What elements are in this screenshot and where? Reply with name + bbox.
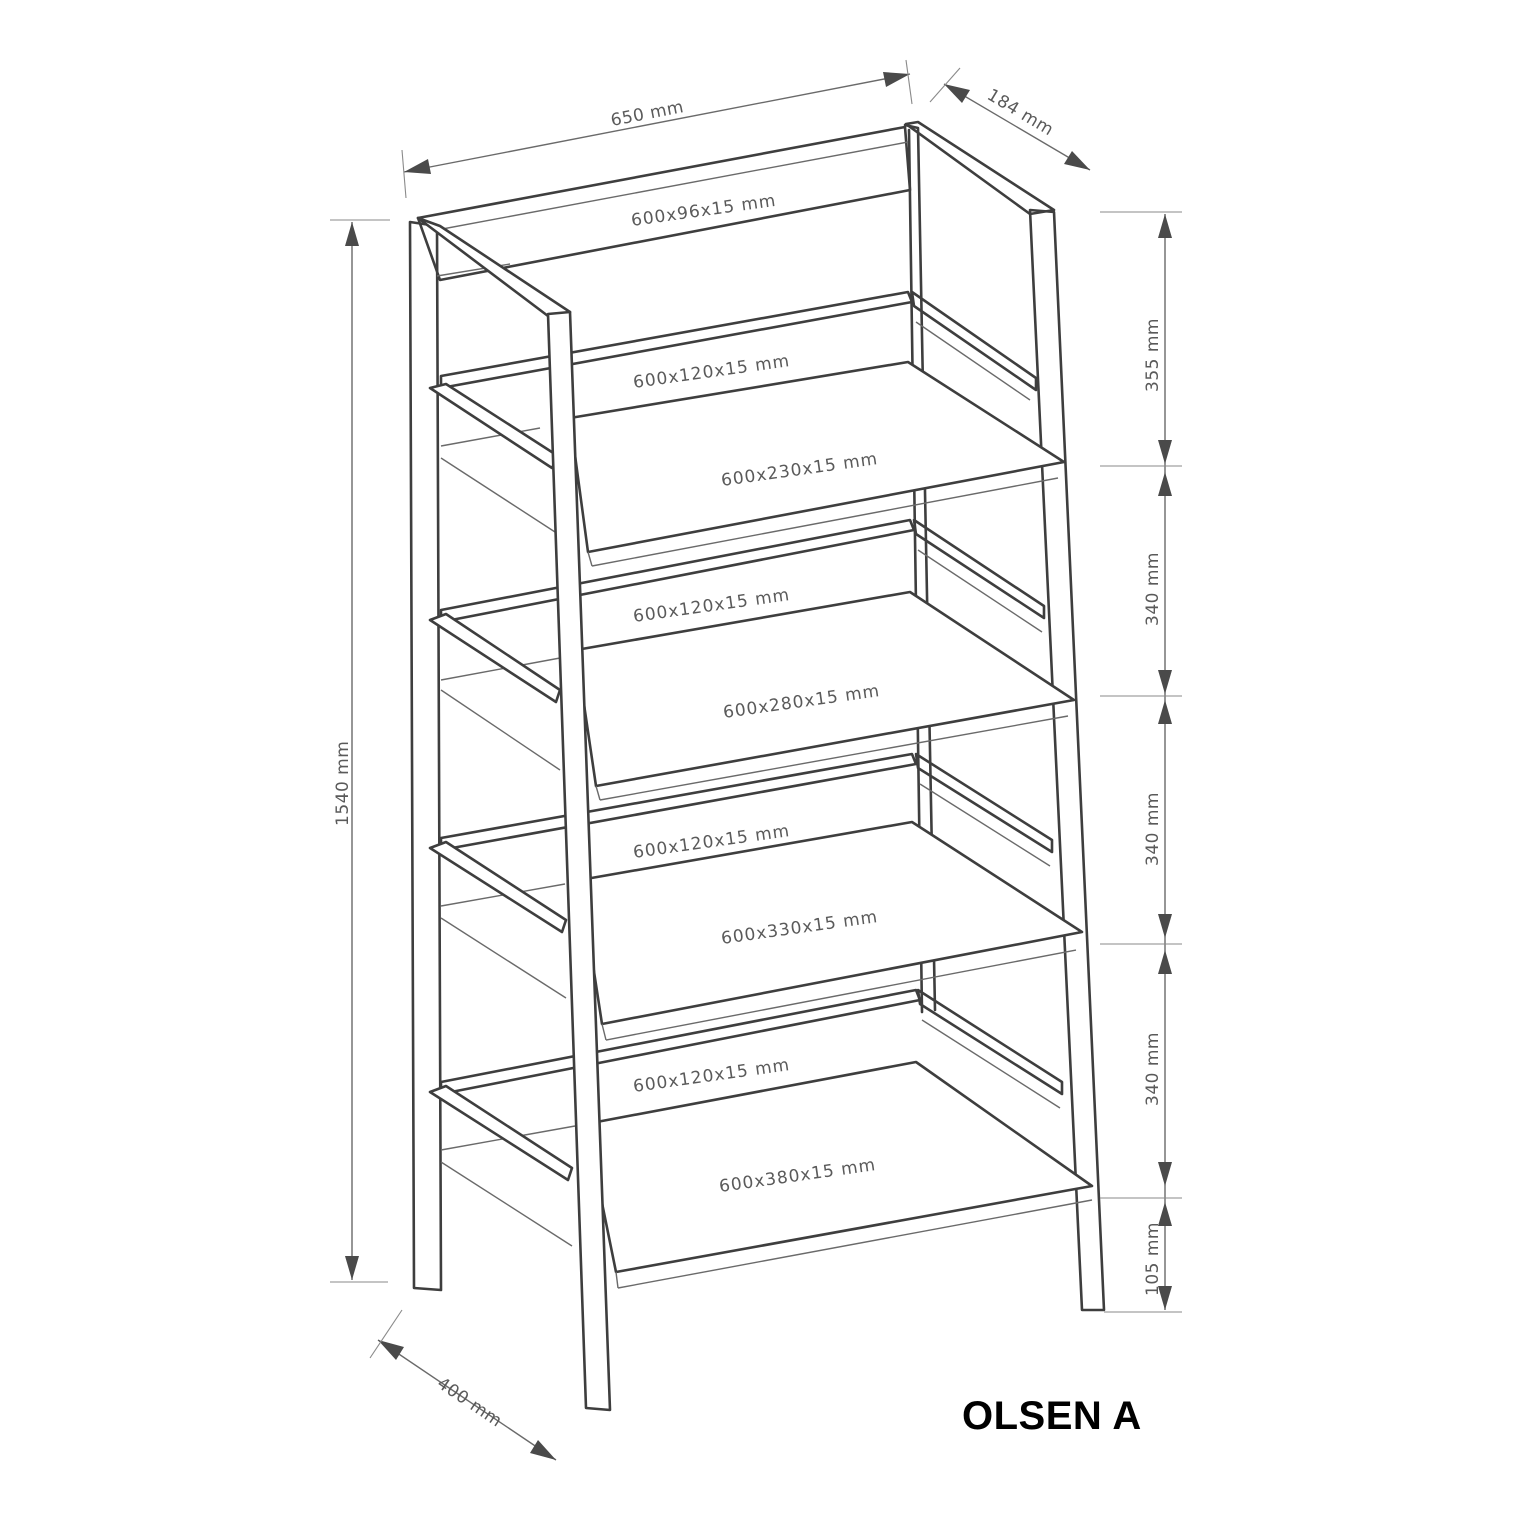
top-back-panel-edge — [436, 141, 909, 231]
right-side-rail-3b — [919, 783, 1051, 867]
foot-arrow-bottom — [1158, 1286, 1172, 1310]
gap4-arrow-top — [1158, 950, 1172, 974]
depth-top-dim-line — [943, 83, 1091, 171]
depth-top-ext-left — [929, 67, 961, 103]
height-arrow-top — [345, 222, 359, 246]
right-side-rail-1 — [910, 290, 1038, 392]
width-label: 650 mm — [609, 97, 685, 131]
depth-bottom-dim-line — [377, 1339, 557, 1461]
shelf-4-edge — [617, 1199, 1093, 1289]
shelf-1 — [568, 360, 1066, 554]
shelf-3-edge — [605, 949, 1077, 1041]
shelf-2-edge-l — [595, 785, 601, 801]
left-side-frame — [416, 216, 574, 1247]
gap2-arrow-bottom — [1158, 670, 1172, 694]
height-label: 1540 mm — [333, 741, 353, 826]
shelf-4-edge-l — [615, 1271, 619, 1289]
left-side-rail-3b — [440, 917, 567, 999]
left-side-rail-2b — [440, 689, 561, 771]
right-side-rail-1b — [915, 321, 1031, 401]
right-side-rail-3 — [914, 752, 1054, 854]
shelf-2-edge — [599, 715, 1069, 801]
gap-2-label: 340 mm — [1143, 552, 1163, 626]
left-top-rail — [416, 216, 572, 318]
back-left-leg — [408, 220, 443, 1292]
gap-3-label: 340 mm — [1143, 792, 1163, 866]
top-back-panel-label: 600x96x15 mm — [630, 191, 778, 231]
right-top-rail — [904, 120, 1056, 216]
left-side-rail-1 — [428, 382, 560, 470]
depth-top-arrow-right — [1064, 151, 1090, 170]
depth-bottom-ext-left — [369, 1309, 403, 1359]
model-name: OLSEN A — [962, 1394, 1142, 1438]
width-ext-right — [905, 59, 913, 105]
back-lower-bar-1 — [440, 427, 541, 447]
right-side-rail-4b — [921, 1019, 1061, 1109]
gap1-arrow-top — [1158, 214, 1172, 238]
depth-bottom-arrow-left — [378, 1340, 404, 1360]
dimension-lines — [330, 59, 1182, 1461]
right-side-rail-2 — [912, 518, 1046, 620]
left-side-rail-2 — [428, 612, 562, 704]
shelf-3-edge-l — [601, 1023, 607, 1041]
back-lower-bar-2 — [440, 657, 561, 681]
front-left-leg — [546, 310, 612, 1412]
right-side-rail-2b — [917, 549, 1043, 633]
depth-bottom-arrow-right — [530, 1440, 556, 1460]
gap3-arrow-bottom — [1158, 914, 1172, 938]
right-side-rail-4 — [916, 988, 1064, 1096]
gap-1-label: 355 mm — [1143, 318, 1163, 392]
shelf-4 — [584, 1060, 1094, 1274]
left-side-rail-4b — [440, 1161, 573, 1247]
gap3-arrow-top — [1158, 700, 1172, 724]
width-arrow-left — [404, 159, 431, 174]
left-side-rail-1b — [440, 457, 556, 533]
width-ext-left — [401, 149, 407, 199]
shelves — [568, 360, 1094, 1289]
shelf-1-edge-l — [587, 551, 593, 567]
shelf-1-edge — [591, 477, 1059, 567]
front-right-leg — [1028, 208, 1106, 1312]
depth-top-arrow-left — [944, 84, 970, 103]
foot-label: 105 mm — [1143, 1222, 1163, 1296]
top-back-panel — [416, 125, 912, 282]
gap-4-label: 340 mm — [1143, 1032, 1163, 1106]
gap2-arrow-top — [1158, 472, 1172, 496]
gap4-arrow-bottom — [1158, 1162, 1172, 1186]
height-arrow-bottom — [345, 1256, 359, 1280]
right-side-frame — [904, 120, 1106, 1312]
left-side-rail-3 — [428, 840, 568, 934]
foot-arrow-top — [1158, 1202, 1172, 1226]
width-dim-line — [403, 73, 911, 173]
gap1-arrow-bottom — [1158, 440, 1172, 464]
depth-top-label: 184 mm — [983, 85, 1057, 140]
width-arrow-right — [883, 72, 910, 87]
shelf-2 — [574, 590, 1076, 788]
depth-bottom-label: 400 mm — [433, 1374, 506, 1432]
left-side-rail-4 — [428, 1084, 574, 1182]
